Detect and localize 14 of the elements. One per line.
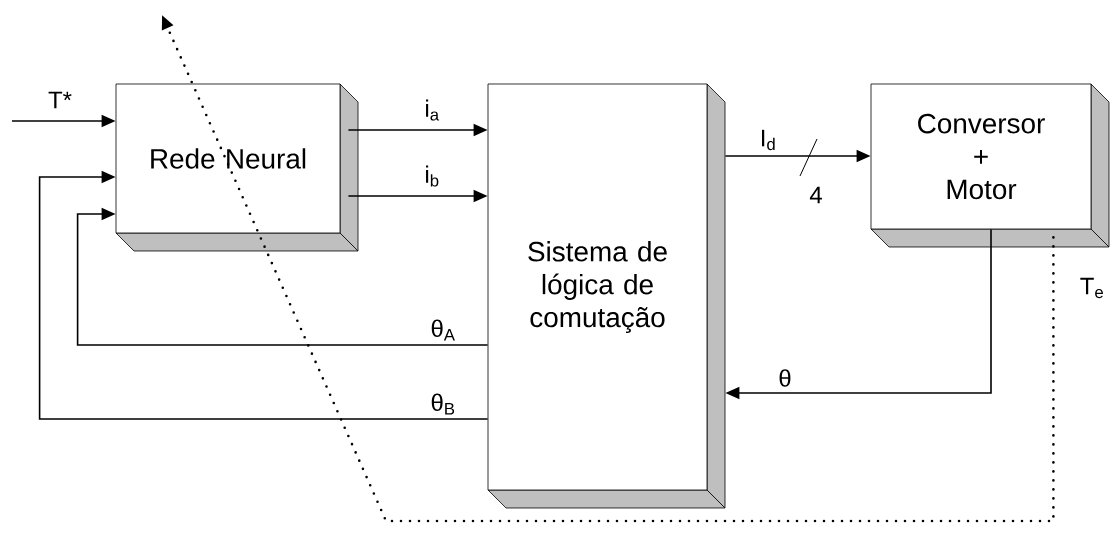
edge-label: T* (48, 91, 72, 109)
edge-label: θ$_{A}$ (431, 319, 455, 341)
block-box: Sistema de lógica de comutação (487, 83, 726, 509)
arrow (38, 170, 489, 420)
edge-label: I$_{d}$ (762, 129, 775, 151)
arrow (76, 207, 489, 346)
edge-label: i$_{b}$ (426, 165, 439, 187)
block-box: Rede Neural (115, 83, 359, 252)
edge-label: θ (779, 369, 791, 387)
edge-label: T$_{e}$ (1080, 277, 1103, 299)
edge-label: θ$_{B}$ (431, 393, 455, 415)
edge-label: i$_{a}$ (426, 99, 440, 121)
bus-width-label: 4 (809, 186, 822, 204)
block-box: Conversor + Motor (870, 83, 1110, 248)
